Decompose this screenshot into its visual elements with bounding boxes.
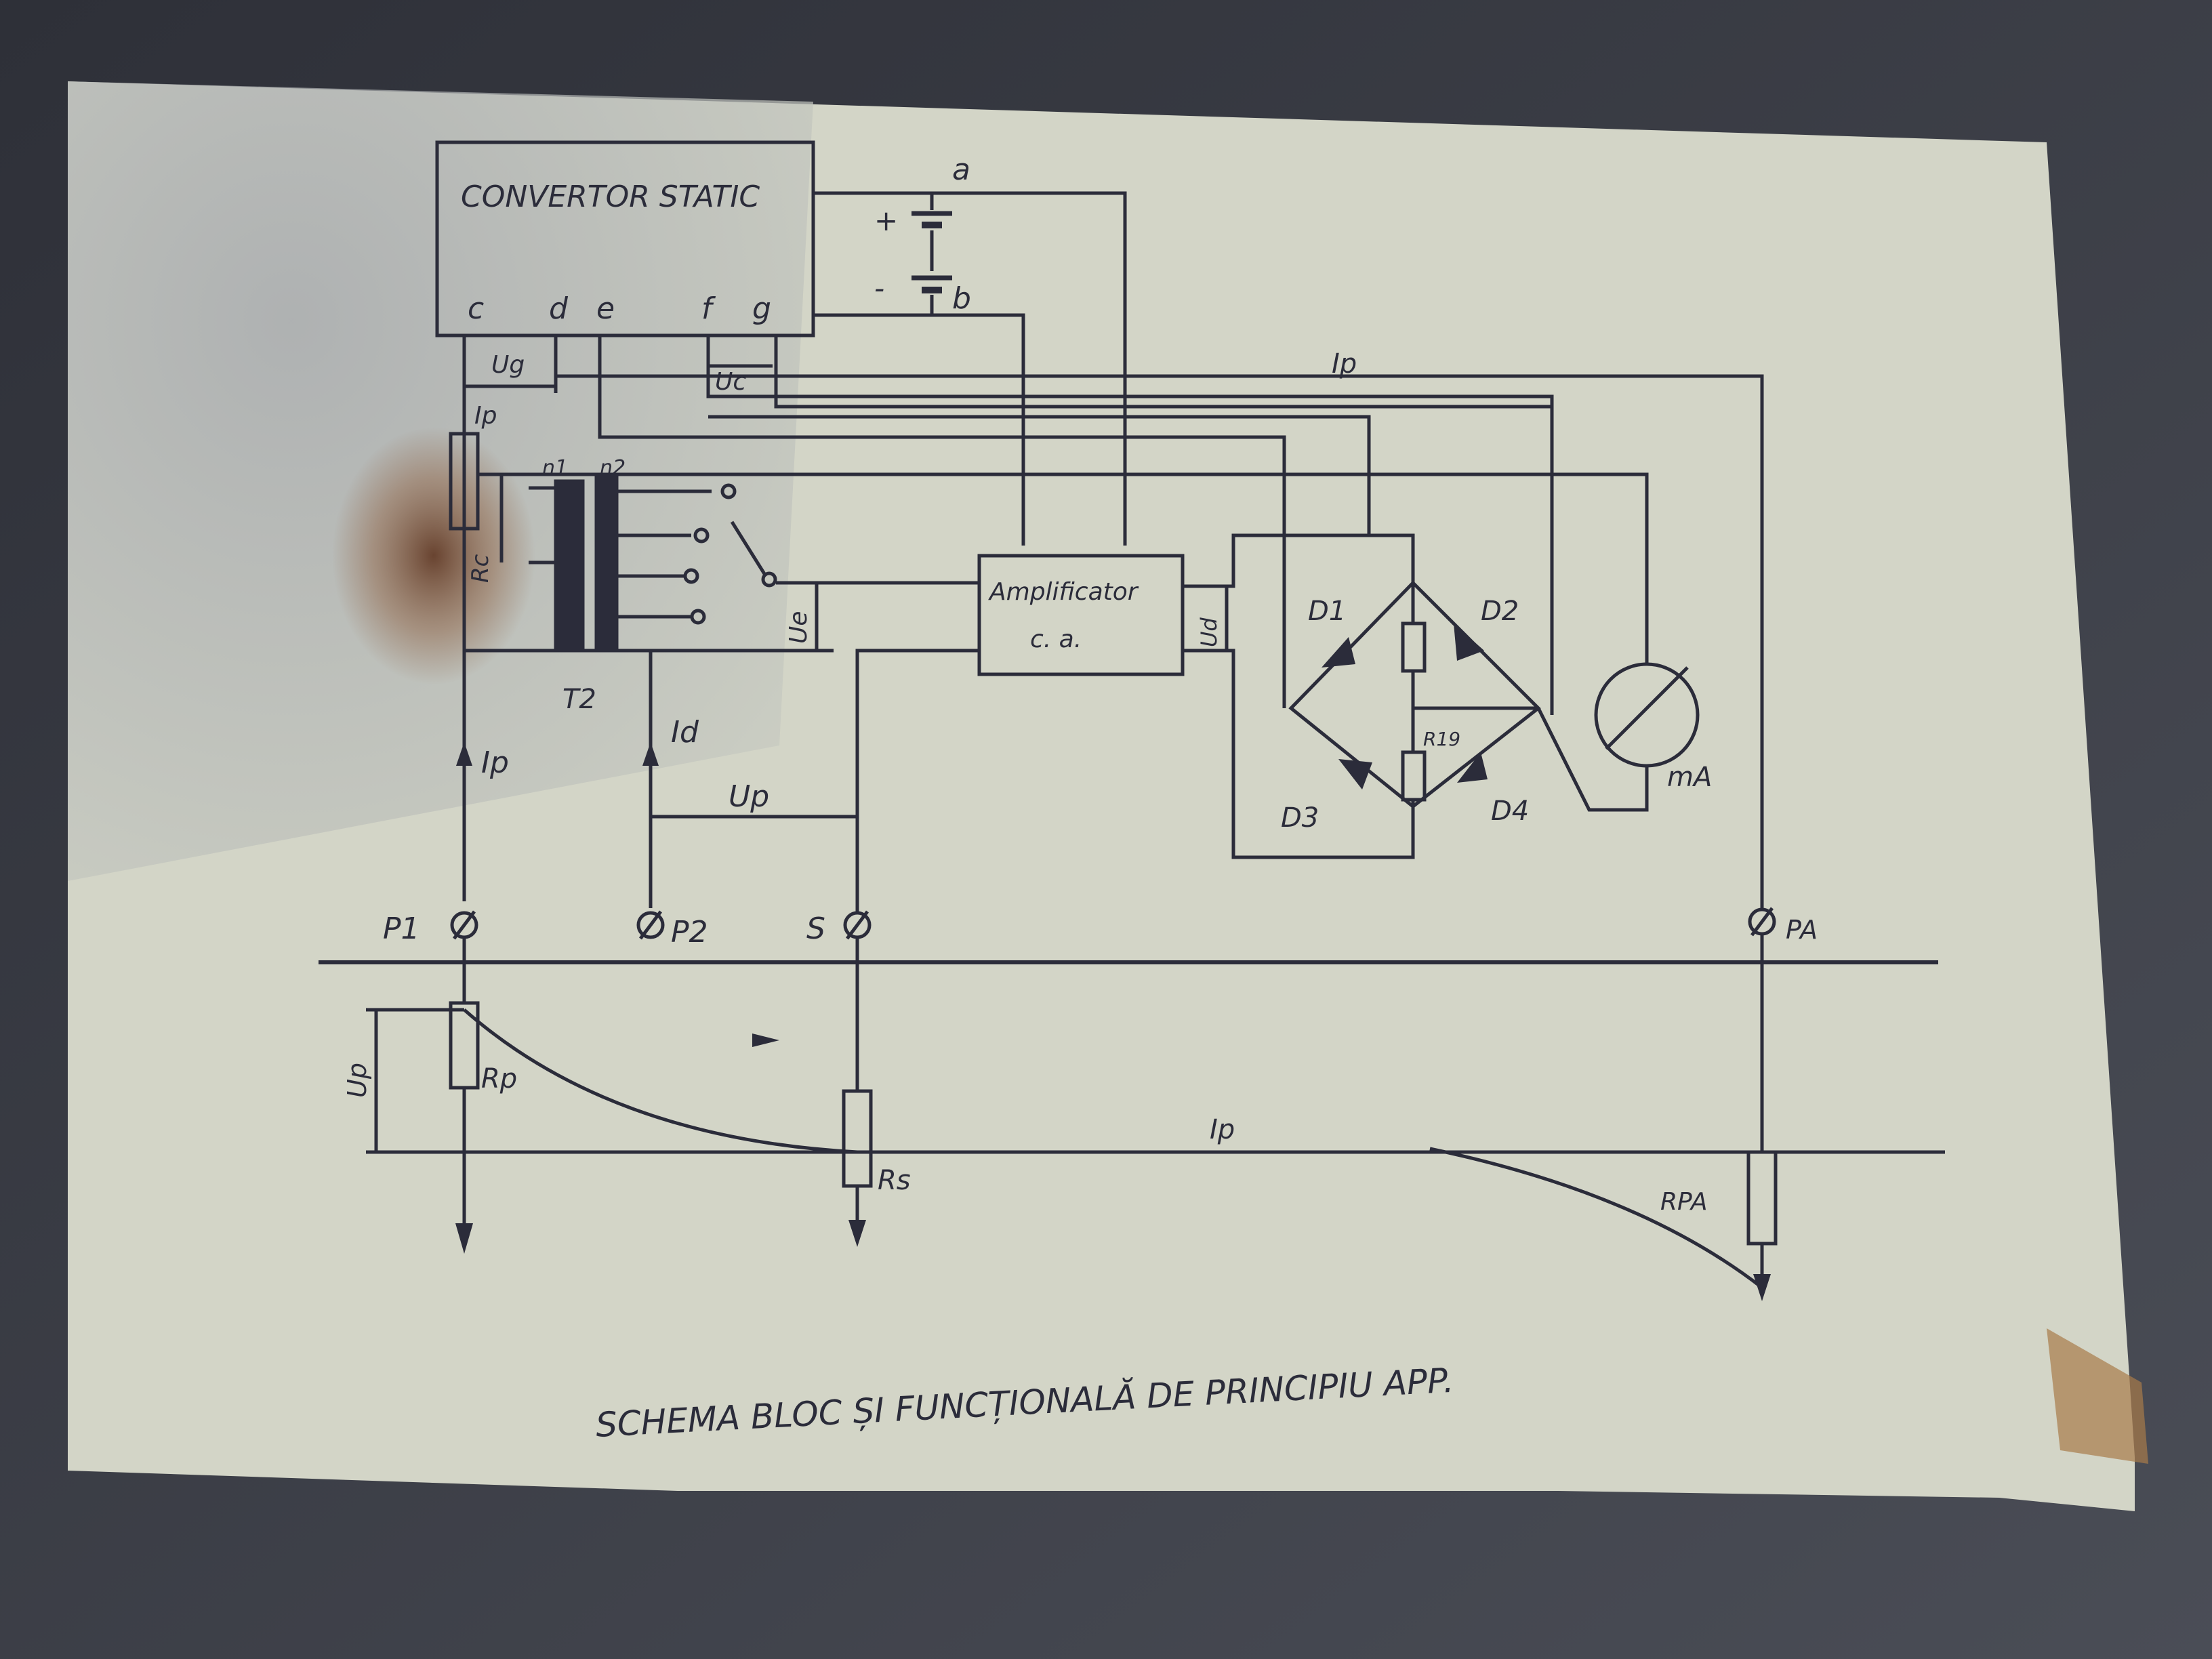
label-ip-top: Ip — [1332, 348, 1357, 380]
terminal-g: g — [752, 291, 771, 326]
diode-d3 — [1338, 759, 1372, 790]
converter-title: CONVERTOR STATIC — [461, 180, 760, 214]
label-up-ground: Up — [342, 1063, 372, 1098]
label-d3: D3 — [1281, 802, 1319, 834]
label-ue: Ue — [785, 611, 813, 644]
label-ip-left: Ip — [474, 402, 497, 430]
torn-corner — [2047, 1328, 2148, 1464]
label-p2: P2 — [671, 915, 708, 949]
label-ip-mid: Ip — [481, 745, 509, 780]
label-t2: T2 — [562, 684, 596, 715]
label-pa: PA — [1786, 915, 1818, 945]
resistor-rs — [842, 1089, 873, 1188]
milliammeter — [1594, 662, 1700, 768]
label-rpa: RPA — [1660, 1188, 1708, 1216]
label-n2: n2 — [600, 456, 626, 480]
battery-minus: - — [874, 272, 884, 305]
label-rp: Rp — [481, 1063, 517, 1094]
amplifier-sub: c. a. — [1030, 626, 1082, 653]
terminal-c: c — [468, 291, 484, 326]
diode-d2 — [1454, 623, 1484, 661]
label-ma: mA — [1667, 762, 1712, 793]
node-b: b — [952, 281, 971, 316]
resistor-r19 — [1401, 750, 1427, 802]
resistor-bridge-top — [1401, 621, 1427, 673]
converter-block — [435, 140, 815, 337]
label-rs: Rs — [878, 1165, 911, 1196]
diode-d4 — [1457, 752, 1488, 783]
label-r19: R19 — [1423, 728, 1460, 750]
label-d4: D4 — [1491, 796, 1529, 827]
label-uc: Uc — [715, 368, 746, 396]
transformer-core — [554, 479, 585, 653]
caption: SCHEMA BLOC ȘI FUNCȚIONALĂ DE PRINCIPIU … — [595, 1361, 1455, 1445]
terminal-d: d — [549, 291, 569, 326]
amplifier-label: Amplificator — [988, 578, 1139, 606]
label-s: S — [806, 912, 825, 946]
label-d2: D2 — [1481, 596, 1519, 627]
resistor-rp — [449, 1001, 480, 1090]
terminal-e: e — [596, 291, 615, 326]
label-ud: Ud — [1196, 617, 1222, 647]
label-id: Id — [671, 715, 699, 750]
diode-d1 — [1322, 637, 1355, 668]
resistor-rpa — [1746, 1150, 1778, 1246]
label-p1: P1 — [383, 912, 420, 946]
label-ug: Ug — [491, 351, 525, 379]
label-up: Up — [729, 779, 769, 814]
stain — [332, 427, 535, 684]
label-n1: n1 — [542, 456, 568, 480]
label-d1: D1 — [1308, 596, 1346, 627]
battery-plus: + — [874, 204, 898, 237]
terminal-f: f — [701, 291, 716, 326]
label-ip-ground: Ip — [1210, 1114, 1235, 1145]
amplifier-block — [977, 554, 1185, 676]
node-a: a — [952, 152, 970, 187]
label-rc: Rc — [467, 554, 494, 583]
